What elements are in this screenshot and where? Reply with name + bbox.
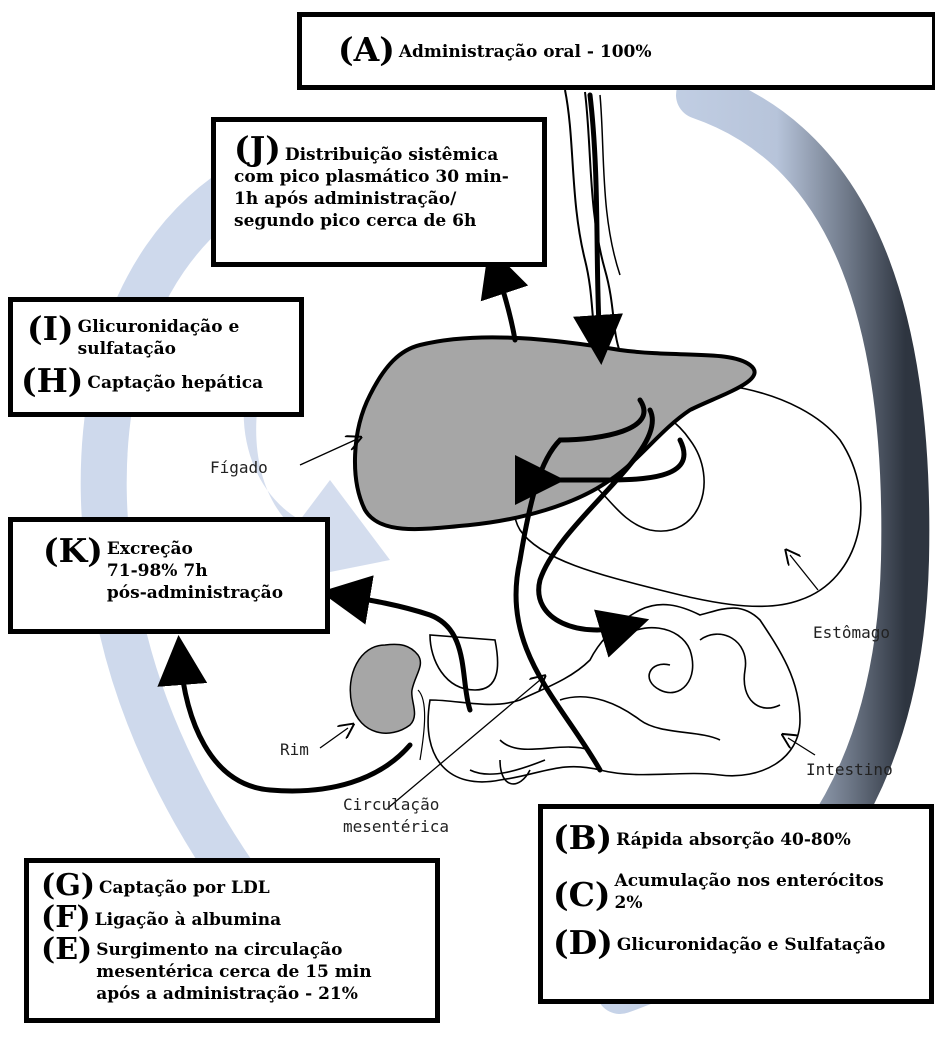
mesenteric-label-line2: mesentérica bbox=[343, 817, 449, 836]
box-j-line3: 1h após administração/ bbox=[234, 188, 542, 210]
box-f-letter: (F) bbox=[41, 903, 91, 933]
kidney-shape bbox=[350, 644, 424, 760]
box-b-text: Rápida absorção 40-80% bbox=[616, 829, 851, 851]
mesenteric-label-line1: Circulação bbox=[343, 795, 439, 814]
box-j-line1: Distribuição sistêmica bbox=[285, 144, 498, 166]
box-e-line2: mesentérica cerca de 15 min bbox=[96, 961, 371, 983]
box-i-letter: (I) bbox=[27, 312, 74, 345]
box-c-letter: (C) bbox=[553, 878, 611, 911]
box-c-line1: Acumulação nos enterócitos bbox=[615, 870, 884, 892]
box-g-f-e-circulation: (G) Captação por LDL (F) Ligação à album… bbox=[24, 858, 440, 1023]
box-b-letter: (B) bbox=[553, 821, 612, 854]
box-j-line4: segundo pico cerca de 6h bbox=[234, 210, 542, 232]
box-i-h-hepatic: (I) Glicuronidação e sulfatação (H) Capt… bbox=[8, 297, 304, 417]
box-a-text: Administração oral - 100% bbox=[399, 41, 652, 63]
box-k-line1: Excreção bbox=[107, 538, 283, 560]
box-k-letter: (K) bbox=[43, 534, 103, 567]
intestine-label: Intestino bbox=[806, 760, 893, 779]
box-d-letter: (D) bbox=[553, 926, 613, 959]
stomach-label: Estômago bbox=[813, 623, 890, 642]
box-e-line1: Surgimento na circulação bbox=[96, 939, 371, 961]
kidney-label: Rim bbox=[280, 740, 309, 759]
box-b-c-d-absorption: (B) Rápida absorção 40-80% (C) Acumulaçã… bbox=[538, 804, 934, 1004]
box-d-text: Glicuronidação e Sulfatação bbox=[617, 934, 886, 956]
box-a-oral-administration: (A) Administração oral - 100% bbox=[297, 12, 935, 90]
box-i-line1: Glicuronidação e bbox=[78, 316, 240, 338]
box-e-line3: após a administração - 21% bbox=[96, 983, 371, 1005]
box-k-line3: pós-administração bbox=[107, 582, 283, 604]
box-j-systemic-distribution: (J) Distribuição sistêmica com pico plas… bbox=[211, 117, 547, 267]
box-h-letter: (H) bbox=[21, 364, 83, 397]
box-j-line2: com pico plasmático 30 min- bbox=[234, 166, 542, 188]
box-g-text: Captação por LDL bbox=[99, 877, 270, 899]
intestine-shape bbox=[428, 605, 800, 784]
box-j-letter: (J) bbox=[234, 132, 281, 165]
box-a-letter: (A) bbox=[338, 33, 395, 66]
box-i-line2: sulfatação bbox=[78, 338, 240, 360]
box-k-line2: 71-98% 7h bbox=[107, 560, 283, 582]
liver-label: Fígado bbox=[210, 458, 268, 477]
box-e-letter: (E) bbox=[41, 935, 92, 965]
box-g-letter: (G) bbox=[41, 871, 95, 901]
box-k-excretion: (K) Excreção 71-98% 7h pós-administração bbox=[8, 517, 330, 634]
box-f-text: Ligação à albumina bbox=[95, 909, 281, 931]
box-c-line2: 2% bbox=[615, 892, 884, 914]
box-h-text: Captação hepática bbox=[87, 372, 263, 394]
